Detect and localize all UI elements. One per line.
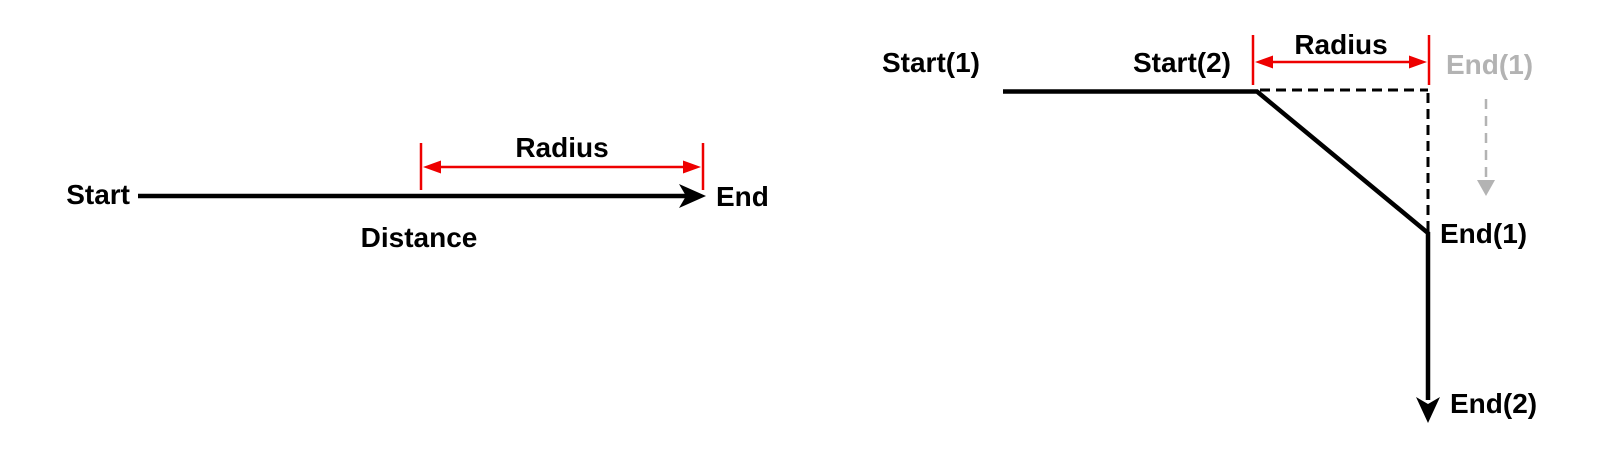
arrow-right-icon [679, 184, 706, 208]
distance-label: Distance [361, 222, 478, 253]
right-diagram: Start(1) Start(2) Radius End(1) End(1) E… [882, 29, 1537, 423]
arrow-down-icon [1416, 397, 1440, 423]
start2-label: Start(2) [1133, 47, 1231, 78]
arrow-left-red-icon [423, 160, 441, 174]
radius-label: Radius [1294, 29, 1387, 60]
end1-ghost-label: End(1) [1446, 49, 1533, 80]
ghost-arrow-down-icon [1477, 180, 1495, 196]
start-label: Start [66, 179, 130, 210]
flight-path-line [1003, 89, 1431, 400]
end1-label: End(1) [1440, 218, 1527, 249]
arrow-right-red-icon [1409, 55, 1427, 69]
start1-label: Start(1) [882, 47, 980, 78]
end-label: End [716, 181, 769, 212]
arrow-left-red-icon [1255, 55, 1273, 69]
radius-label: Radius [515, 132, 608, 163]
end2-label: End(2) [1450, 388, 1537, 419]
left-diagram: Start End Radius Distance [66, 132, 769, 253]
arrow-right-red-icon [683, 160, 701, 174]
